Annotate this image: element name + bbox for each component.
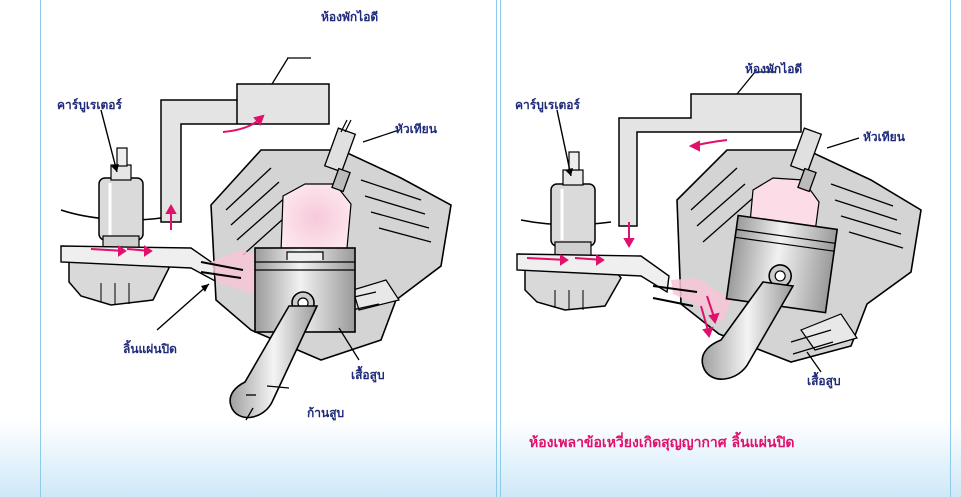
label-holding-chamber: ห้องพักไอดี — [321, 10, 379, 24]
label-cylinder: เสื้อสูบ — [351, 368, 385, 382]
carburetor-body — [550, 183, 596, 247]
panel-caption: ห้องเพลาข้อเหวี่ยงเกิดสุญญากาศ ลิ้นแผ่นป… — [529, 435, 795, 451]
reed-valve-petals — [652, 285, 698, 307]
left-engine-illustration — [60, 57, 452, 421]
connecting-rod — [701, 281, 795, 380]
label-cylinder: เสื้อสูบ — [807, 374, 841, 388]
right-engine-illustration — [516, 71, 922, 380]
combustion-chamber-mixture — [280, 183, 352, 253]
reed-valve-flow — [671, 278, 731, 322]
holding-chamber-pipe — [618, 93, 802, 227]
label-reed-valve: ลิ้นแผ่นปิด — [123, 342, 177, 356]
left-diagram-panel: ห้องพักไอดี คาร์บูเรเตอร์ หัวเทียน ลิ้นแ… — [40, 0, 497, 497]
label-carburetor: คาร์บูเรเตอร์ — [57, 98, 122, 112]
label-carburetor: คาร์บูเรเตอร์ — [515, 98, 580, 112]
spark-plug — [789, 127, 823, 193]
reed-valve-petals — [200, 261, 244, 279]
spark-plug — [323, 119, 357, 193]
label-holding-chamber: ห้องพักไอดี — [745, 62, 803, 76]
label-spark-plug: หัวเทียน — [395, 122, 437, 136]
piston — [725, 214, 839, 314]
right-diagram-panel: ห้องพักไอดี คาร์บูเรเตอร์ หัวเทียน เสื้อ… — [500, 0, 951, 497]
flow-arrows — [90, 114, 265, 257]
intake-pipe — [516, 253, 670, 294]
flow-arrows — [526, 139, 728, 338]
holding-chamber-pipe — [160, 83, 330, 223]
connecting-rod — [229, 305, 319, 419]
carburetor-body — [98, 177, 144, 241]
label-spark-plug: หัวเทียน — [863, 130, 905, 144]
label-connecting-rod: ก้านสูบ — [307, 406, 345, 420]
carburetor-top — [116, 147, 128, 167]
